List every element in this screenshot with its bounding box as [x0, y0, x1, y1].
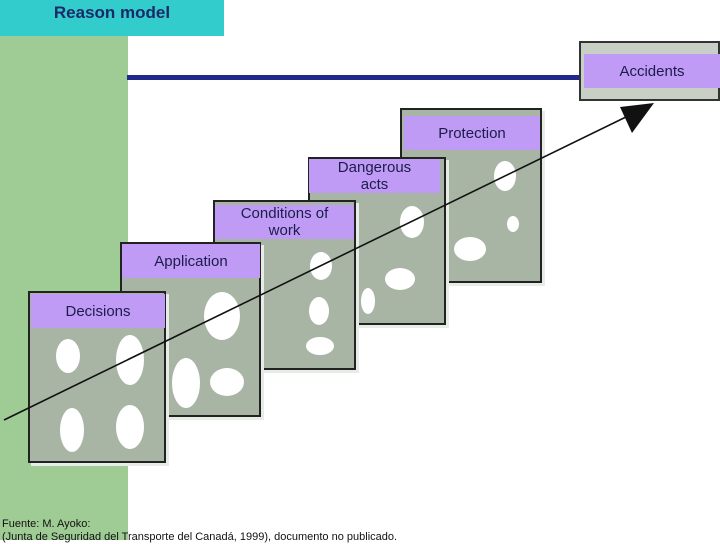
hole	[454, 237, 486, 261]
hole	[60, 408, 84, 452]
hole	[116, 335, 144, 385]
hole	[361, 288, 375, 314]
hole	[116, 405, 144, 449]
top-rule-line	[127, 75, 582, 80]
conditions-line1: Conditions of	[240, 205, 329, 222]
conditions-line2: work	[268, 222, 301, 239]
source-citation: Fuente: M. Ayoko: (Junta de Seguridad de…	[2, 518, 397, 544]
slide-title: Reason model	[0, 0, 224, 36]
hole	[210, 368, 244, 396]
decisions-label: Decisions	[31, 294, 165, 328]
hole	[507, 216, 519, 232]
protection-label: Protection	[404, 116, 540, 150]
accidents-label: Accidents	[584, 54, 720, 88]
hole	[204, 292, 240, 340]
hole	[385, 268, 415, 290]
accident-trajectory-line	[3, 115, 629, 421]
hole	[306, 337, 334, 355]
dangerous-acts-line1: Dangerous	[337, 159, 412, 176]
hole	[309, 297, 329, 325]
dangerous-acts-label: Dangerous acts	[309, 159, 440, 193]
source-line1: Fuente: M. Ayoko:	[2, 518, 91, 530]
hole	[172, 358, 200, 408]
hole	[56, 339, 80, 373]
dangerous-acts-line2: acts	[360, 176, 389, 193]
conditions-of-work-label: Conditions of work	[215, 205, 354, 239]
application-label: Application	[122, 244, 260, 278]
arrowhead-icon	[620, 103, 654, 133]
source-line2: (Junta de Seguridad del Transporte del C…	[2, 531, 398, 543]
